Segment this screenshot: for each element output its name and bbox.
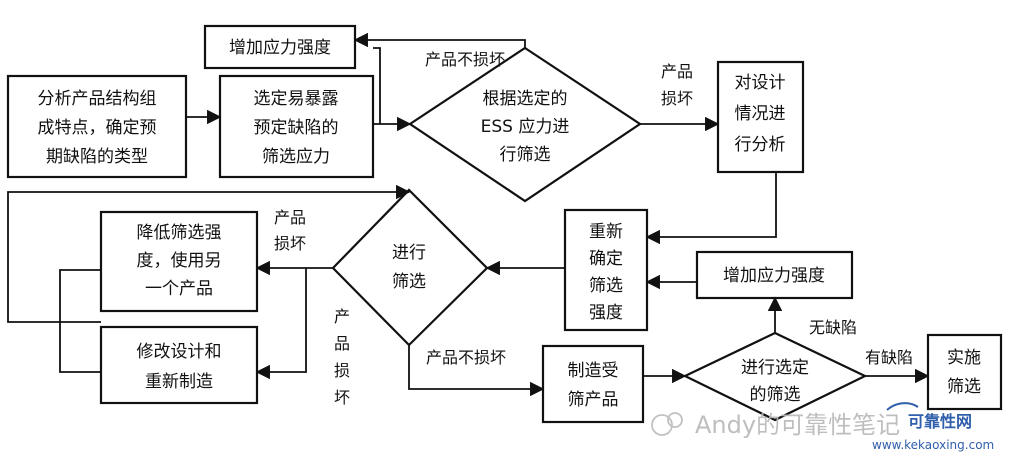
increase-top-to-decision-line	[373, 47, 381, 124]
screen-not-damaged-to-manufacture-arrow	[408, 345, 545, 397]
ess-decision-line-3: 行筛选	[500, 145, 551, 165]
modify-design-line-2: 重新制造	[145, 372, 213, 392]
increase-stress-mid-label: 增加应力强度	[723, 266, 825, 286]
damaged-down-label-4: 坏	[334, 388, 350, 407]
damaged-down-label-1: 产	[334, 307, 350, 326]
select-stress-line-1: 选定易暴露	[254, 89, 339, 109]
not-damaged-top-label: 产品不损坏	[425, 50, 505, 69]
manufacture-line-2: 筛产品	[568, 390, 619, 410]
watermark-wechat-icon	[651, 414, 673, 436]
has-defect-label: 有缺陷	[865, 348, 913, 367]
select-stress-box: 选定易暴露 预定缺陷的 筛选应力	[218, 74, 375, 179]
redetermine-line-2: 确定	[589, 249, 623, 269]
damaged-down-label-2: 品	[334, 334, 350, 353]
redetermine-line-3: 筛选	[589, 276, 623, 296]
damaged-left-label-2: 损坏	[274, 234, 306, 253]
analyze-design-line-1: 对设计	[735, 73, 786, 93]
analyze-design-line-2: 情况进	[735, 104, 786, 124]
watermark-site: 可靠性网	[908, 412, 972, 431]
damaged-right-label-2: 损坏	[661, 89, 693, 108]
redetermine-line-1: 重新	[589, 222, 623, 242]
reduce-strength-line-2: 度，使用另	[137, 250, 222, 271]
watermark-text: Andy的可靠性笔记	[695, 411, 900, 439]
watermark-url: www.kekaoxing.com	[872, 438, 994, 452]
modify-design-line-1: 修改设计和	[137, 342, 222, 362]
reduce-strength-box: 降低筛选强 度，使用另 一个产品	[99, 210, 259, 313]
modify-left-connector	[59, 322, 101, 373]
select-stress-line-3: 筛选应力	[262, 147, 330, 167]
no-defect-label: 无缺陷	[809, 318, 857, 337]
implement-screen-box: 实施 筛选	[926, 333, 1003, 411]
watermark-arc-icon	[886, 402, 919, 411]
analyze-design-line-3: 行分析	[735, 135, 786, 155]
design-to-redetermine-arrow	[645, 172, 777, 245]
selected-screen-decision-diamond: 进行选定 的筛选	[682, 331, 868, 422]
ess-not-damaged-feedback-arrow	[353, 32, 526, 48]
damaged-right-label-1: 产品	[661, 62, 693, 81]
select-stress-line-2: 预定缺陷的	[254, 118, 339, 138]
redetermine-line-4: 强度	[589, 303, 623, 323]
damaged-down-label-3: 损	[334, 361, 350, 380]
analyze-structure-line-1: 分析产品结构组	[38, 89, 157, 109]
implement-line-2: 筛选	[947, 377, 981, 397]
watermark: Andy的可靠性笔记 可靠性网 www.kekaoxing.com	[651, 402, 994, 452]
not-damaged-bottom-label: 产品不损坏	[426, 348, 506, 367]
reduce-left-connector	[59, 269, 101, 322]
implement-line-1: 实施	[947, 348, 981, 368]
ess-decision-line-2: ESS 应力进	[481, 117, 570, 137]
manufacture-product-box: 制造受 筛产品	[541, 344, 645, 424]
analyze-structure-line-3: 期缺陷的类型	[46, 147, 148, 167]
watermark-chat-icon	[667, 412, 683, 428]
ess-decision-line-1: 根据选定的	[483, 89, 568, 109]
reduce-strength-line-1: 降低筛选强	[137, 223, 222, 243]
modify-design-box: 修改设计和 重新制造	[99, 325, 259, 405]
screen-decision-line-2: 筛选	[392, 272, 426, 292]
increase-stress-top-box: 增加应力强度	[203, 24, 357, 70]
increase-stress-top-label: 增加应力强度	[229, 38, 331, 58]
analyze-structure-line-2: 成特点，确定预	[38, 118, 157, 138]
ess-decision-diamond: 根据选定的 ESS 应力进 行筛选	[408, 46, 642, 203]
damaged-left-label-1: 产品	[274, 208, 306, 227]
reduce-strength-line-3: 一个产品	[145, 279, 213, 299]
analyze-design-box: 对设计 情况进 行分析	[716, 60, 805, 174]
analyze-structure-box: 分析产品结构组 成特点，确定预 期缺陷的类型	[6, 74, 188, 179]
redetermine-strength-box: 重新 确定 筛选 强度	[563, 208, 649, 332]
loop-back-to-screen-arrow	[7, 184, 411, 323]
increase-stress-mid-box: 增加应力强度	[695, 250, 854, 300]
selected-screen-line-1: 进行选定	[741, 358, 809, 378]
selected-screen-line-2: 的筛选	[750, 385, 801, 405]
screen-decision-diamond: 进行 筛选	[331, 188, 489, 347]
manufacture-line-1: 制造受	[568, 361, 619, 381]
screen-decision-line-1: 进行	[392, 243, 426, 263]
screen-damaged-to-modify-arrow	[255, 268, 307, 380]
